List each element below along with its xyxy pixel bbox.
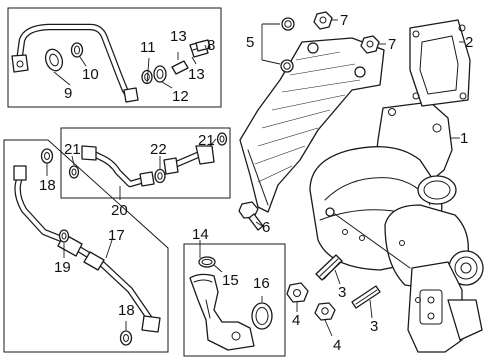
callout-14: 14 [192,226,209,243]
oil-feed-tube [11,23,139,103]
washer-18-upper [40,148,54,164]
callout-10: 10 [82,66,99,83]
callout-4-right: 4 [333,337,341,354]
banjo-washer-9 [44,48,64,72]
callout-7-upper: 7 [340,12,348,29]
drain-pipe-14 [189,273,255,351]
callout-4-left: 4 [292,312,300,329]
callout-13-lower: 13 [188,66,205,83]
callout-15: 15 [222,272,239,289]
heat-shield [239,37,385,213]
callout-8: 8 [207,37,215,54]
callout-16: 16 [253,275,270,292]
callout-6: 6 [262,219,270,236]
callout-9: 9 [64,85,72,102]
callout-12: 12 [172,88,189,105]
leader-lines [46,19,465,337]
callout-5: 5 [246,34,254,51]
washer-18-lower [119,330,133,346]
group-frame-coolant-line [60,127,231,199]
stud-3-left [315,254,343,281]
callout-2: 2 [465,34,473,51]
callout-18-lower: 18 [118,302,135,319]
callout-13-upper: 13 [170,28,187,45]
fitting-22 [154,168,166,184]
callout-19: 19 [54,259,71,276]
fitting-8 [195,39,211,52]
callout-20: 20 [111,202,128,219]
o-ring-15 [198,256,216,268]
group-frame-oil-drain-pipe [183,243,286,357]
callout-3-right: 3 [370,318,378,335]
callout-11: 11 [140,39,156,56]
coolant-tube-20 [81,145,215,188]
o-ring-10 [70,42,84,58]
stud-3-right [351,285,381,309]
callout-22: 22 [150,141,167,158]
turbocharger-assembly [309,101,484,353]
seal-ring-lower-5 [280,59,294,73]
nut-upper-7 [313,11,333,30]
nut-4-left [286,282,309,303]
seal-12 [153,65,167,83]
callout-17: 17 [108,227,125,244]
callout-18-upper: 18 [39,177,56,194]
seal-ring-upper-5 [281,17,295,31]
gasket-16 [251,302,273,330]
washer-21-right [216,132,228,146]
group-frame-return-line [3,139,169,353]
callout-3-left: 3 [338,284,346,301]
nut-4-right [314,302,336,321]
return-tube-17 [13,165,161,333]
callout-1: 1 [460,130,468,147]
group-frame-oil-feed-line [7,7,222,108]
gasket-2 [409,19,471,107]
callout-7-lower: 7 [388,36,396,53]
washer-21-left [68,165,80,179]
callout-21-left: 21 [64,141,81,158]
clip-19 [58,229,70,243]
callout-21-right: 21 [198,132,215,149]
nut-lower-7 [360,35,380,54]
